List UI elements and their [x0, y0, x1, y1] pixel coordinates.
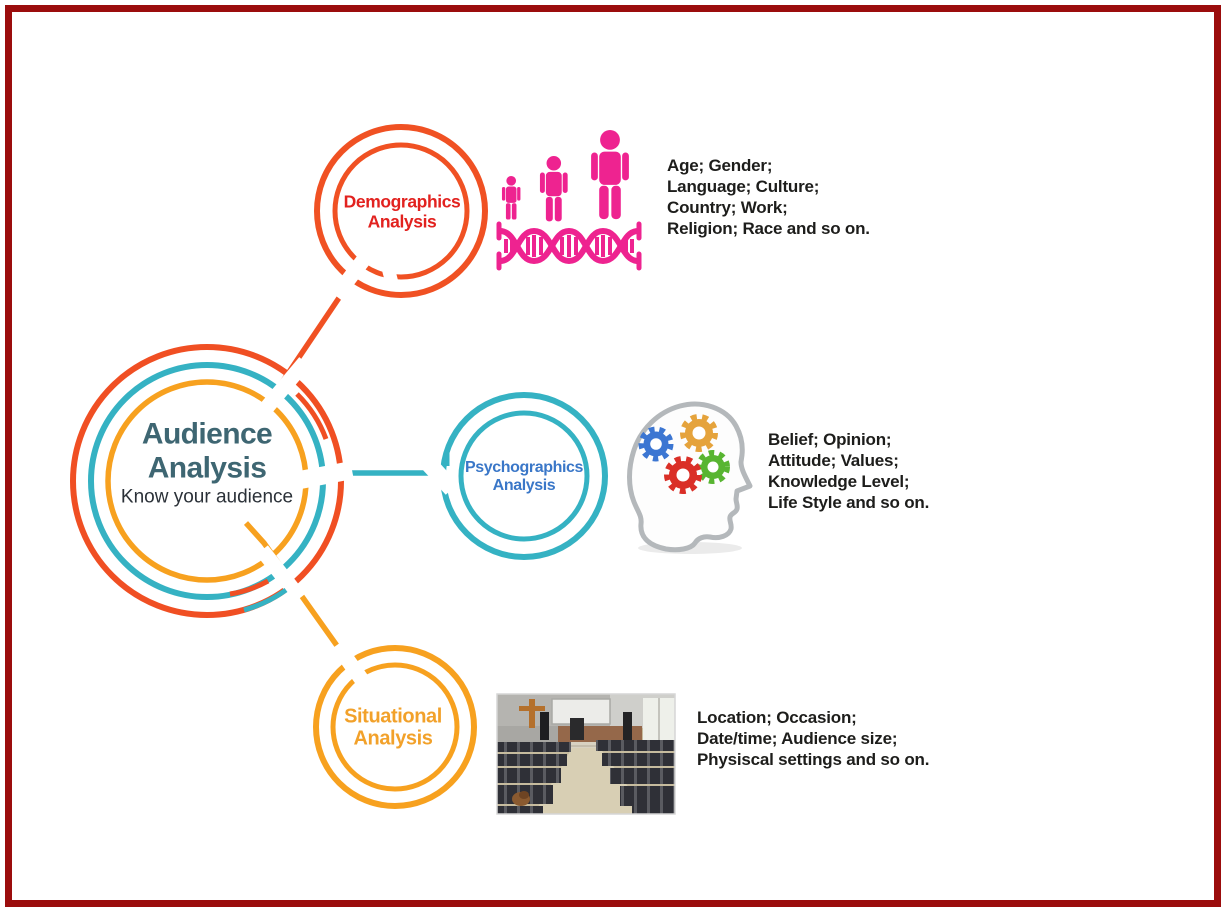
situational-label: Situational Analysis [344, 706, 442, 751]
dna-helix-icon [496, 221, 642, 271]
psychographics-label-line1: Psychographics [464, 459, 584, 477]
demographics-detail-line: Country; Work; [667, 198, 788, 218]
psychographics-detail-line: Life Style and so on. [768, 493, 930, 513]
situational-ring [313, 640, 477, 809]
center-title-line2: Analysis [147, 451, 267, 485]
situational-details: Location; Occasion; Date/time; Audience … [697, 707, 929, 770]
gear-yellow-icon [680, 414, 718, 452]
chair-rows [497, 740, 675, 814]
head-gears-icon [627, 401, 753, 554]
gear-red-icon [664, 456, 702, 494]
center-subtitle: Know your audience [120, 486, 294, 508]
psychographics-label: Psychographics Analysis [465, 459, 583, 495]
person-medium-icon [539, 156, 568, 222]
psychographics-detail-line: Belief; Opinion; [768, 430, 892, 449]
demographics-detail-line: Religion; Race and so on. [667, 219, 870, 239]
psychographics-details: Belief; Opinion; Attitude; Values; Knowl… [768, 429, 929, 513]
gear-green-icon [696, 450, 730, 484]
demographics-label-line1: Demographics [343, 191, 461, 212]
demographics-ring [314, 124, 488, 301]
psychographics-ring [421, 392, 608, 560]
demographics-label: Demographics Analysis [344, 192, 461, 231]
situational-detail-line: Location; Occasion; [697, 708, 857, 727]
cross-icon [519, 699, 545, 728]
gear-blue-icon [638, 426, 674, 462]
center-title-line1: Audience [141, 417, 273, 451]
center-ring [70, 344, 354, 618]
demographics-detail-line: Language; Culture; [667, 177, 820, 197]
person-small-icon [501, 176, 521, 220]
person-large-icon [591, 130, 629, 220]
situational-detail-line: Date/time; Audience size; [697, 729, 898, 749]
demographics-details: Age; Gender; Language; Culture; Country;… [667, 155, 870, 239]
situational-label-line1: Situational [344, 705, 442, 728]
center-title: Audience Analysis Know your audience [121, 417, 293, 508]
psychographics-detail-line: Knowledge Level; [768, 472, 910, 492]
auditorium-photo [496, 693, 676, 815]
demographics-label-line2: Analysis [367, 211, 437, 231]
connector-situational [243, 521, 353, 666]
demographics-detail-line: Age; Gender; [667, 156, 773, 175]
people-growth-dna-icon [496, 130, 642, 271]
psychographics-label-line2: Analysis [492, 477, 556, 494]
situational-detail-line: Physiscal settings and so on. [697, 750, 930, 770]
psychographics-detail-line: Attitude; Values; [768, 451, 899, 471]
situational-label-line2: Analysis [353, 728, 433, 750]
